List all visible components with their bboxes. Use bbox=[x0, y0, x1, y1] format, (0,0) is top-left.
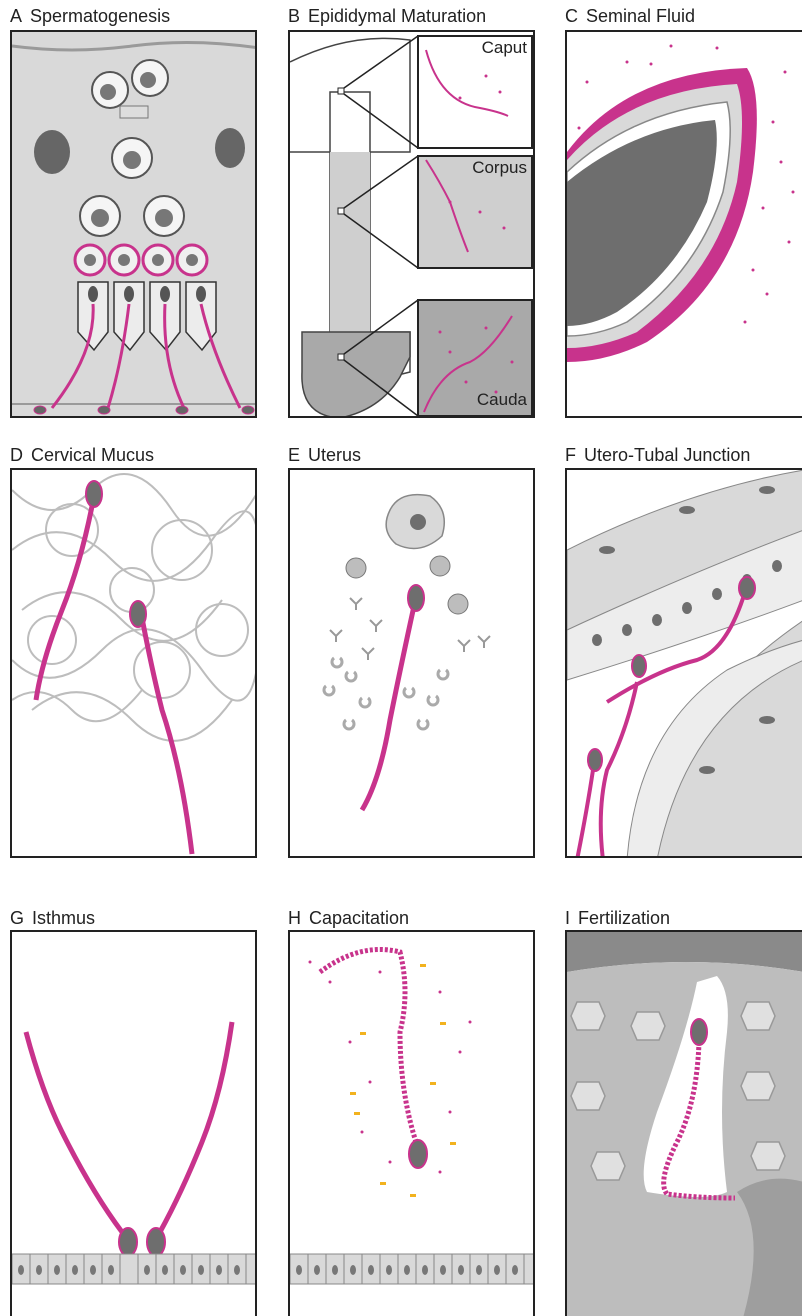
panel-letter: B bbox=[288, 6, 300, 26]
panel-b-frame: Caput Corpus Cauda bbox=[288, 30, 535, 418]
panel-letter: H bbox=[288, 908, 301, 928]
panel-letter: A bbox=[10, 6, 22, 26]
panel-d-frame bbox=[10, 468, 257, 858]
panel-c-title: C Seminal Fluid bbox=[565, 6, 695, 27]
panel-e-frame bbox=[288, 468, 535, 858]
panel-f-title: F Utero-Tubal Junction bbox=[565, 445, 750, 466]
panel-title-text: Cervical Mucus bbox=[31, 445, 154, 465]
panel-e-title: E Uterus bbox=[288, 445, 361, 466]
panel-d-title: D Cervical Mucus bbox=[10, 445, 154, 466]
panel-letter: C bbox=[565, 6, 578, 26]
panel-b-title: B Epididymal Maturation bbox=[288, 6, 486, 27]
panel-g-title: G Isthmus bbox=[10, 908, 95, 929]
panel-a-frame bbox=[10, 30, 257, 418]
panel-h-title: H Capacitation bbox=[288, 908, 409, 929]
panel-title-text: Capacitation bbox=[309, 908, 409, 928]
fertilization-illustration bbox=[567, 932, 802, 1316]
panel-title-text: Fertilization bbox=[578, 908, 670, 928]
seminal-fluid-illustration bbox=[567, 32, 802, 418]
utero-tubal-junction-illustration bbox=[567, 470, 802, 858]
panel-title-text: Seminal Fluid bbox=[586, 6, 695, 26]
capacitation-illustration bbox=[290, 932, 535, 1316]
panel-letter: E bbox=[288, 445, 300, 465]
panel-a-title: A Spermatogenesis bbox=[10, 6, 170, 27]
panel-title-text: Spermatogenesis bbox=[30, 6, 170, 26]
panel-title-text: Uterus bbox=[308, 445, 361, 465]
panel-letter: F bbox=[565, 445, 576, 465]
cervical-mucus-illustration bbox=[12, 470, 257, 858]
panel-f-frame bbox=[565, 468, 802, 858]
panel-c-frame bbox=[565, 30, 802, 418]
panel-title-text: Epididymal Maturation bbox=[308, 6, 486, 26]
panel-g-frame bbox=[10, 930, 257, 1316]
panel-i-frame bbox=[565, 930, 802, 1316]
panel-letter: I bbox=[565, 908, 570, 928]
epididymis-illustration bbox=[290, 32, 535, 418]
panel-i-title: I Fertilization bbox=[565, 908, 670, 929]
panel-letter: D bbox=[10, 445, 23, 465]
panel-h-frame bbox=[288, 930, 535, 1316]
spermatogenesis-illustration bbox=[12, 32, 257, 418]
panel-letter: G bbox=[10, 908, 24, 928]
cauda-label: Cauda bbox=[477, 390, 527, 410]
caput-label: Caput bbox=[482, 38, 527, 58]
uterus-illustration bbox=[290, 470, 535, 858]
corpus-label: Corpus bbox=[472, 158, 527, 178]
isthmus-illustration bbox=[12, 932, 257, 1316]
panel-title-text: Utero-Tubal Junction bbox=[584, 445, 750, 465]
panel-title-text: Isthmus bbox=[32, 908, 95, 928]
